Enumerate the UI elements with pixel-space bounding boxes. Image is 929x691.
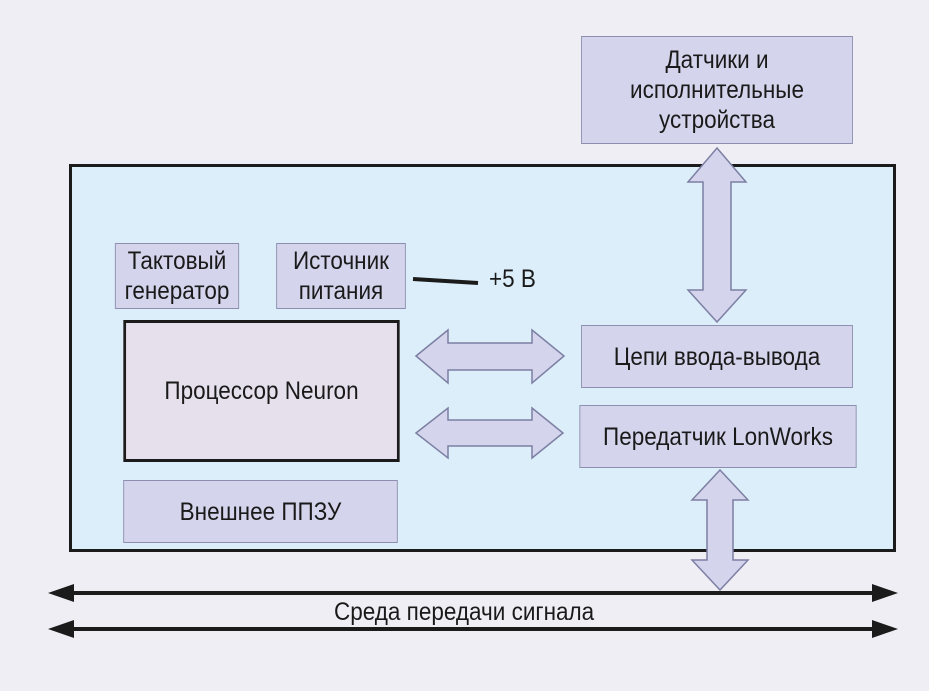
sensors-actuators-block: Датчики и исполнительные устройства bbox=[581, 36, 853, 144]
clock-generator-label: Тактовый генератор bbox=[124, 247, 230, 305]
clock-generator-block: Тактовый генератор bbox=[114, 243, 240, 309]
signal-medium-label: Среда передачи сигнала bbox=[334, 598, 595, 626]
transceiver-medium-double-arrow bbox=[690, 468, 750, 592]
signal-medium-bottom-line bbox=[48, 620, 898, 638]
lonworks-transceiver-label: Передатчик LonWorks bbox=[603, 422, 833, 451]
power-supply-block: Источник питания bbox=[276, 243, 406, 309]
power-supply-label: Источник питания bbox=[292, 247, 390, 305]
cpu-transceiver-double-arrow bbox=[414, 406, 565, 460]
signal-medium-top-line bbox=[48, 584, 898, 602]
voltage-label: +5 В bbox=[489, 265, 536, 293]
neuron-processor-label: Процессор Neuron bbox=[164, 377, 359, 405]
sensors-io-double-arrow bbox=[686, 146, 748, 324]
external-eprom-block: Внешнее ППЗУ bbox=[123, 480, 398, 543]
lonworks-transceiver-block: Передатчик LonWorks bbox=[579, 405, 857, 468]
io-circuits-block: Цепи ввода-вывода bbox=[581, 325, 853, 388]
power-line bbox=[412, 277, 479, 285]
sensors-actuators-label: Датчики и исполнительные устройства bbox=[630, 46, 804, 134]
external-eprom-label: Внешнее ППЗУ bbox=[179, 497, 342, 526]
cpu-io-double-arrow bbox=[414, 328, 566, 385]
neuron-processor-block: Процессор Neuron bbox=[123, 320, 400, 462]
io-circuits-label: Цепи ввода-вывода bbox=[613, 342, 821, 371]
